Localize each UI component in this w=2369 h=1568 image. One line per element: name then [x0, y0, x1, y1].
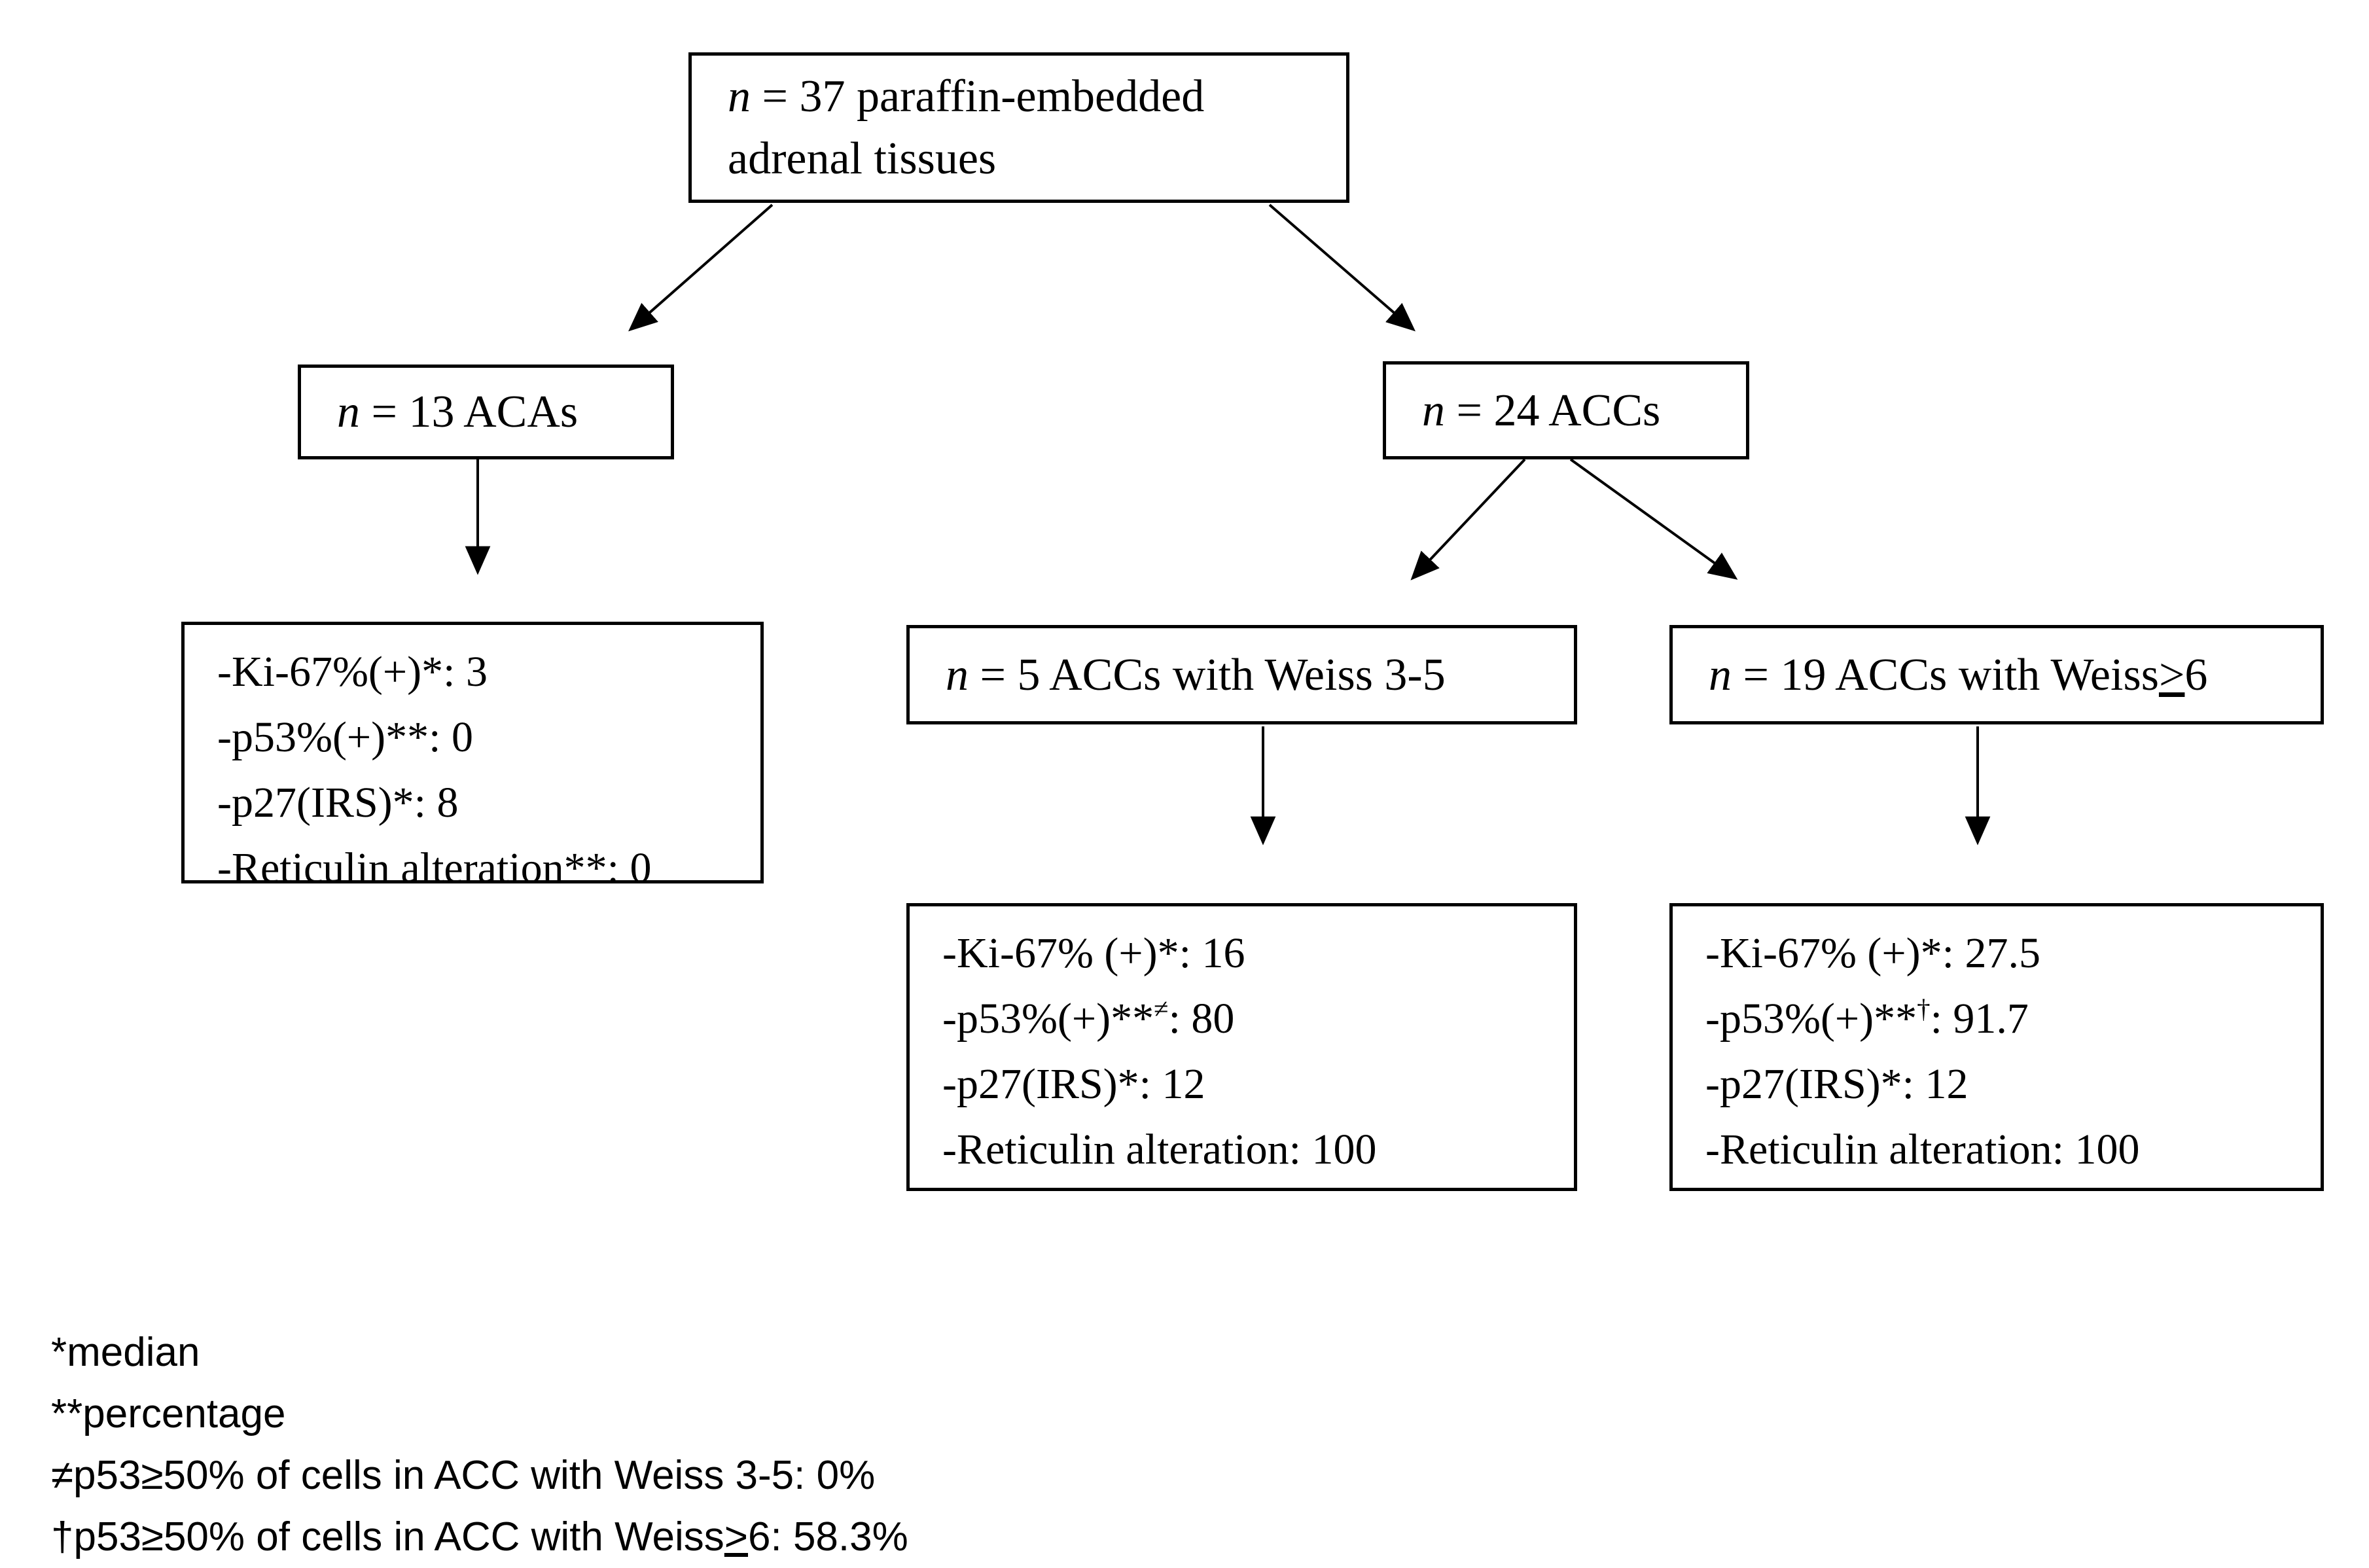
root-box-n37-paraffin-embedded-adrenal-tissues: n = 37 paraffin-embedded adrenal tissues — [688, 52, 1349, 203]
text-line: n = 19 ACCs with Weiss>6 — [1709, 649, 2208, 700]
text-line: -Reticulin alteration: 100 — [942, 1126, 1377, 1173]
aca-box-n13: n = 13 ACAs — [298, 365, 674, 459]
text-line: adrenal tissues — [728, 134, 997, 184]
text-line: †p53≥50% of cells in ACC with Weiss>6: 5… — [51, 1514, 908, 1559]
text-line: -p53%(+)**: 0 — [217, 713, 473, 761]
weiss35-detail-box-markers: -Ki-67% (+)*: 16 -p53%(+)**≠: 80 -p27(IRS)… — [906, 903, 1577, 1191]
footnotes: *median **percentage ≠p53≥50% of cells in … — [51, 1322, 908, 1568]
text-line: -Ki-67% (+)*: 16 — [942, 929, 1245, 977]
text-line: -p53%(+)**†: 91.7 — [1705, 994, 2029, 1042]
weiss6-detail-box-markers: -Ki-67% (+)*: 27.5 -p53%(+)**†: 91.7 -p27(… — [1669, 903, 2324, 1191]
text-line: -p27(IRS)*: 12 — [942, 1060, 1205, 1108]
text-line: -Reticulin alteration: 100 — [1705, 1126, 2140, 1173]
text-line: n = 37 paraffin-embedded — [728, 71, 1205, 122]
text-line: *median — [51, 1330, 200, 1375]
arrow-acc-to-weiss6 — [1569, 458, 1738, 580]
aca-detail-box-markers: -Ki-67%(+)*: 3 -p53%(+)**: 0 -p27(IRS)*: 8… — [181, 622, 764, 892]
text-line: -Ki-67% (+)*: 27.5 — [1705, 929, 2040, 977]
arrow-root-to-aca — [628, 204, 774, 332]
text-line: **percentage — [51, 1391, 286, 1436]
text-line: n = 5 ACCs with Weiss 3-5 — [946, 649, 1446, 700]
arrow-root-to-acc — [1268, 204, 1416, 332]
weiss35-box-n5: n = 5 ACCs with Weiss 3-5 — [906, 625, 1577, 724]
text-line: n = 24 ACCs — [1422, 385, 1661, 436]
text-line: n = 13 ACAs — [337, 387, 579, 437]
text-line: ≠p53≥50% of cells in ACC with Weiss 3-5:… — [51, 1453, 876, 1498]
acc-box-n24: n = 24 ACCs — [1383, 361, 1749, 459]
text-line: -Reticulin alteration**: 0 — [217, 844, 652, 892]
arrow-acc-to-weiss35 — [1410, 458, 1526, 580]
text-line: -p27(IRS)*: 12 — [1705, 1060, 1968, 1108]
text-line: -p53%(+)**≠: 80 — [942, 994, 1235, 1042]
weiss6-box-n19: n = 19 ACCs with Weiss>6 — [1669, 625, 2324, 724]
text-line: -Ki-67%(+)*: 3 — [217, 648, 488, 696]
text-line: -p27(IRS)*: 8 — [217, 779, 459, 827]
